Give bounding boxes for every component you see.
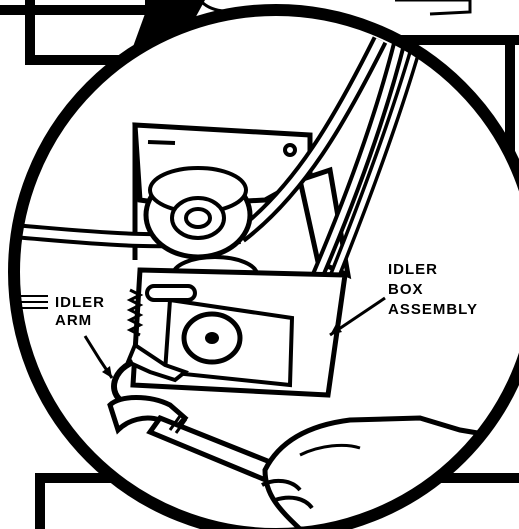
cable-upper-inner bbox=[237, 38, 384, 240]
idler-box-label-bg bbox=[374, 258, 496, 324]
idler-wheel bbox=[181, 311, 243, 365]
cable-right-1-inner bbox=[315, 39, 403, 277]
cable-right-2-inner bbox=[332, 39, 421, 276]
upper-pulley bbox=[143, 166, 253, 260]
idler-arm-arrowhead bbox=[102, 366, 112, 378]
top-left-frame-side bbox=[25, 0, 140, 65]
plate-hole bbox=[283, 143, 297, 157]
idler-arm-label-line1: IDLER bbox=[55, 294, 105, 311]
idler-arm-label-line2: ARM bbox=[55, 312, 92, 329]
top-sketch-curve-2 bbox=[395, 0, 472, 16]
idler-arm-label-bg bbox=[52, 290, 118, 332]
idler-arm-ticks bbox=[20, 295, 48, 309]
idler-box-label-line1: IDLER bbox=[388, 261, 438, 278]
idler-box-label-line2: BOX bbox=[388, 281, 424, 298]
idler-box-label-line3: ASSEMBLY bbox=[388, 301, 478, 318]
top-left-frame bbox=[0, 0, 155, 15]
plate-slot bbox=[147, 140, 176, 145]
detail-circle-outline bbox=[8, 4, 519, 529]
idler-box-arrowhead bbox=[330, 324, 342, 335]
box-slot bbox=[145, 284, 197, 302]
spring bbox=[126, 288, 144, 337]
circle-contents bbox=[14, 36, 519, 529]
idler-arm-hook bbox=[111, 359, 135, 403]
